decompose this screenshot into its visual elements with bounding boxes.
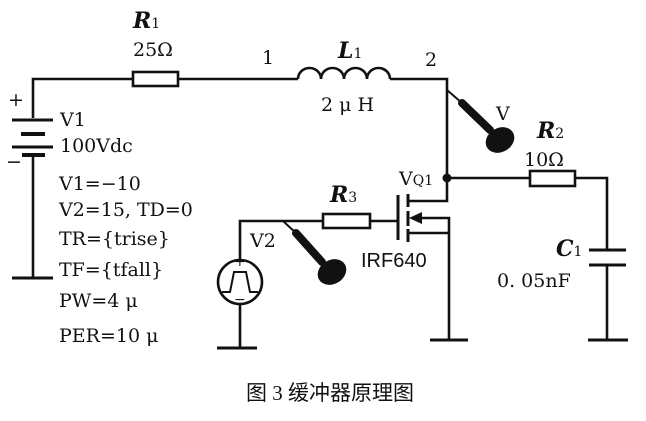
battery-v1-icon [12, 118, 53, 157]
r3-label: R3 [329, 182, 357, 208]
v2-param: PW=4 μ [59, 290, 138, 312]
v2-minus: − [234, 292, 246, 308]
probe-label: V [495, 103, 510, 125]
resistor-r2 [528, 169, 577, 188]
capacitor-c1 [589, 248, 626, 267]
r1-label: R1 [132, 8, 160, 34]
v1-plus: + [8, 89, 24, 111]
node-1-label: 1 [262, 47, 274, 69]
v1-label: V1 [59, 109, 86, 131]
q1-label: VQ1 [398, 168, 433, 190]
v2-label: V2 [249, 230, 276, 252]
l1-label: L1 [337, 38, 362, 64]
v2-plus: + [234, 254, 246, 270]
q1-part: IRF640 [361, 250, 427, 272]
r2-label: R2 [536, 118, 564, 144]
r1-value: 25Ω [133, 39, 173, 61]
c1-value: 0. 05nF [497, 270, 571, 292]
v2-param: V1=−10 [58, 173, 141, 195]
inductor-l1 [296, 66, 392, 80]
r2-value: 10Ω [524, 149, 564, 171]
figure-caption: 图 3 缓冲器原理图 [246, 381, 414, 405]
wires [31, 77, 609, 348]
voltage-probe-icon [446, 89, 515, 153]
v1-value: 100Vdc [60, 135, 133, 157]
pulse-source-v2-icon [216, 258, 264, 306]
v1-minus: − [6, 151, 22, 173]
v2-param: TF={tfall} [59, 259, 163, 281]
v2-param: TR={trise} [59, 228, 170, 250]
mosfet-q1-icon [396, 194, 422, 242]
junction-dot [442, 173, 452, 183]
v2-param: PER=10 μ [59, 325, 158, 347]
node-2-label: 2 [425, 49, 437, 71]
voltage-probe-icon [282, 220, 347, 285]
c1-label: C1 [556, 236, 582, 262]
resistor-r1 [131, 70, 180, 88]
v2-param: V2=15, TD=0 [58, 199, 193, 221]
v2-parameters: V1=−10 V2=15, TD=0 TR={trise} TF={tfall}… [58, 173, 193, 347]
l1-value: 2 μ H [321, 94, 374, 116]
resistor-r3 [321, 212, 372, 230]
